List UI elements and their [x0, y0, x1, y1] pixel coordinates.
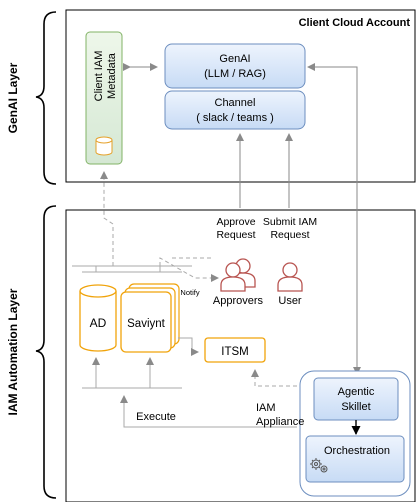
database-icon [95, 136, 113, 156]
gears-icon [310, 458, 328, 473]
ad-database [79, 284, 117, 352]
saviynt-itsm-arrow [178, 337, 199, 356]
orchestration-label: Orchestration [324, 445, 390, 457]
itsm-box [204, 337, 266, 363]
genai-box-title: GenAI [219, 53, 250, 65]
approvers-icon [220, 258, 256, 292]
iam-appliance-label-1: IAM [256, 402, 276, 414]
iam-layer-brace [35, 205, 57, 499]
user-icon [277, 262, 303, 292]
agentic-skillet-label-1: Agentic [338, 386, 375, 398]
genai-agentic-connector [313, 66, 361, 375]
channel-box-subtitle: ( slack / teams ) [196, 112, 274, 124]
notify-arrow [159, 257, 219, 282]
submit-request-label-1: Submit IAM [263, 216, 317, 228]
iam-appliance-label-2: Appliance [256, 416, 304, 428]
genai-box-subtitle: (LLM / RAG) [204, 68, 266, 80]
notify-label: Notify [180, 288, 199, 297]
client-iam-metadata-box [85, 31, 123, 165]
itsm-label: ITSM [221, 346, 248, 358]
genai-box [164, 43, 306, 89]
itsm-appliance-arrow [251, 369, 297, 387]
client-iam-metadata-label-1: Client IAM [93, 51, 105, 102]
metadata-sync-arrow [100, 171, 114, 266]
approve-request-label-1: Approve [216, 216, 255, 228]
saviynt-stack [120, 283, 180, 353]
client-cloud-account-title: Client Cloud Account [299, 17, 411, 29]
approvers-label: Approvers [213, 295, 264, 307]
execute-label: Execute [136, 411, 176, 423]
ad-label: AD [90, 316, 107, 330]
approve-request-label-2: Request [216, 229, 255, 241]
execute-arrow [120, 395, 297, 428]
genai-layer-brace [35, 11, 57, 185]
submit-request-label-2: Request [270, 229, 309, 241]
genai-layer-label: GenAI Layer [6, 62, 20, 133]
channel-box [164, 90, 306, 130]
orchestration-box [305, 435, 405, 483]
saviynt-label: Saviynt [127, 318, 166, 330]
agentic-skillet-label-2: Skillet [341, 401, 370, 413]
agentic-skillet-box [313, 377, 399, 421]
client-iam-metadata-label-2: Metadata [106, 52, 118, 99]
user-label: User [278, 295, 302, 307]
iam-layer-label: IAM Automation Layer [6, 288, 20, 415]
channel-box-title: Channel [215, 97, 256, 109]
